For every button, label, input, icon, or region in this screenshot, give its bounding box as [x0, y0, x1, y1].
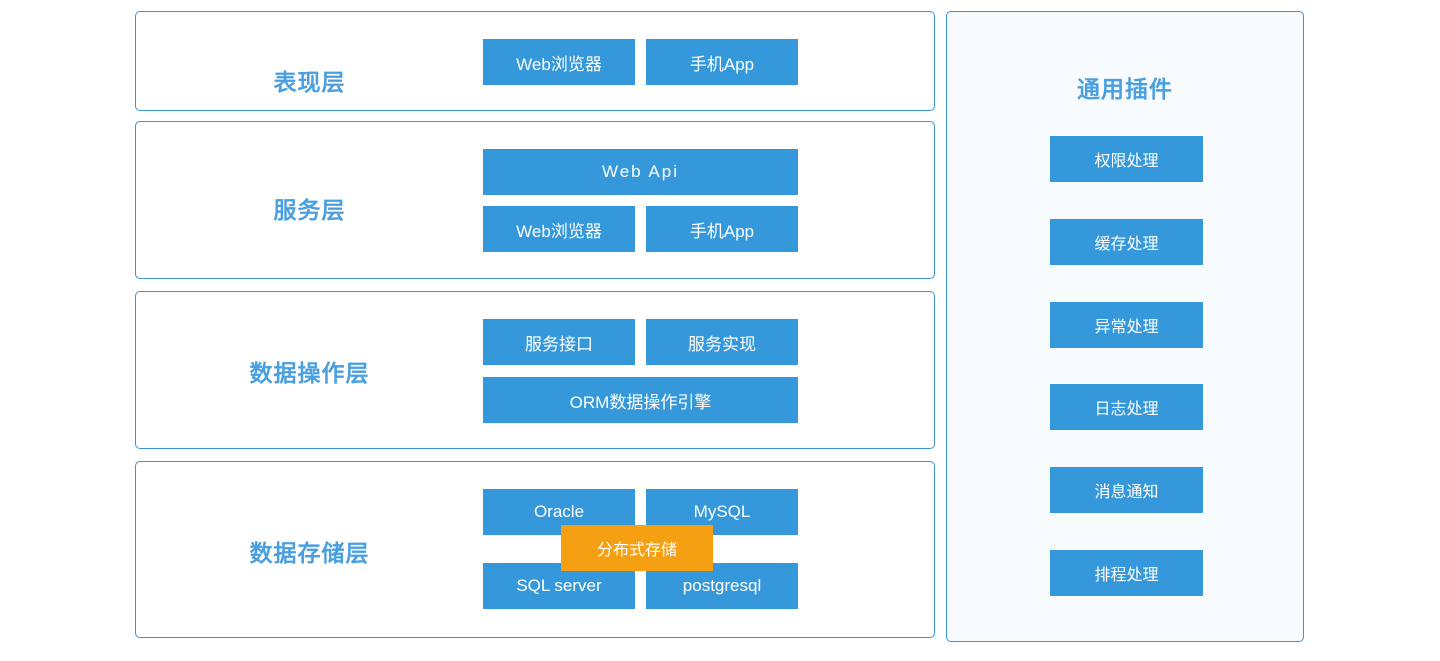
box-service-interface[interactable]: 服务接口 — [483, 319, 635, 365]
layer-card-presentation: 表现层 Web浏览器 手机App — [135, 11, 935, 111]
layer-title-data-storage: 数据存储层 — [249, 540, 370, 566]
plugin-item-permission[interactable]: 权限处理 — [1050, 136, 1203, 182]
box-mobile-app[interactable]: 手机App — [646, 39, 798, 85]
box-web-api[interactable]: Web Api — [483, 149, 798, 195]
layer-title-presentation: 表现层 — [273, 69, 346, 95]
box-web-browser[interactable]: Web浏览器 — [483, 206, 635, 252]
plugin-item-exception[interactable]: 异常处理 — [1050, 302, 1203, 348]
plugin-panel-title: 通用插件 — [1077, 76, 1173, 102]
layer-title-data-operation: 数据操作层 — [249, 360, 370, 386]
box-web-browser[interactable]: Web浏览器 — [483, 39, 635, 85]
box-sql-server[interactable]: SQL server — [483, 563, 635, 609]
box-distributed-storage[interactable]: 分布式存储 — [561, 525, 713, 571]
layer-card-data-operation: 数据操作层 服务接口 服务实现 ORM数据操作引擎 — [135, 291, 935, 449]
box-orm-engine[interactable]: ORM数据操作引擎 — [483, 377, 798, 423]
layer-title-service: 服务层 — [273, 197, 346, 223]
plugin-item-message-notification[interactable]: 消息通知 — [1050, 467, 1203, 513]
layer-card-data-storage: 数据存储层 Oracle MySQL SQL server postgresql… — [135, 461, 935, 638]
plugin-item-cache[interactable]: 缓存处理 — [1050, 219, 1203, 265]
layer-card-service: 服务层 Web Api Web浏览器 手机App — [135, 121, 935, 279]
plugin-panel: 通用插件 权限处理 缓存处理 异常处理 日志处理 消息通知 排程处理 — [946, 11, 1304, 642]
box-mobile-app[interactable]: 手机App — [646, 206, 798, 252]
box-service-implementation[interactable]: 服务实现 — [646, 319, 798, 365]
plugin-item-log[interactable]: 日志处理 — [1050, 384, 1203, 430]
plugin-item-scheduling[interactable]: 排程处理 — [1050, 550, 1203, 596]
